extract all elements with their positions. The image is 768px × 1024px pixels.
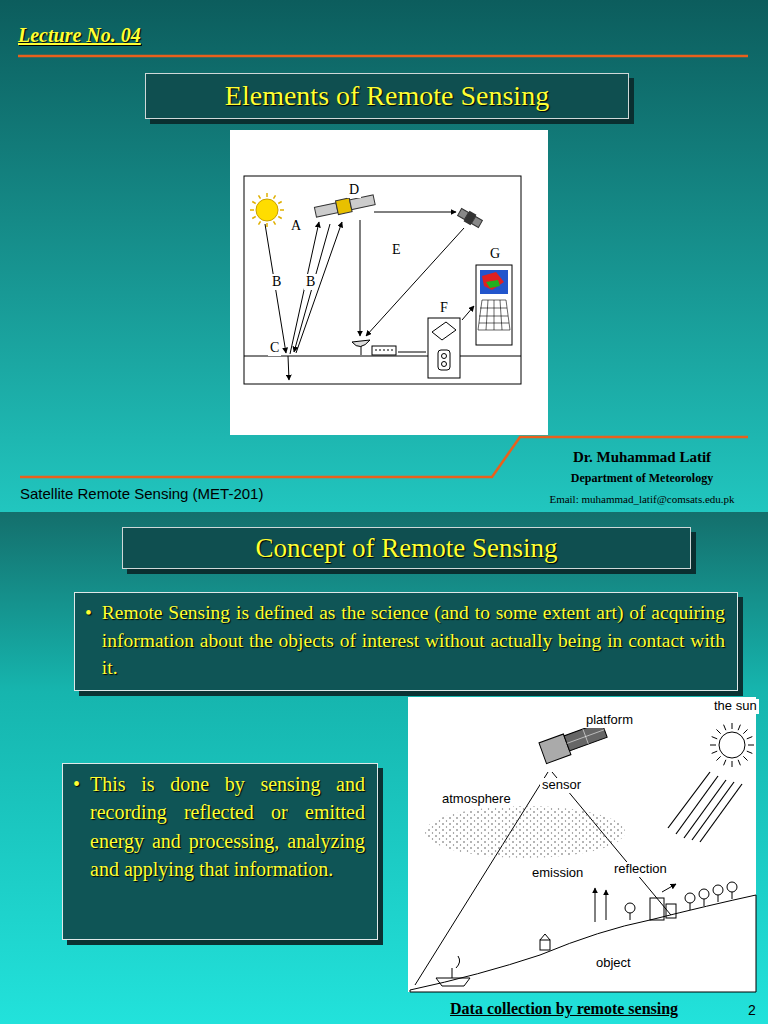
- figure-label: reflection: [612, 862, 669, 877]
- course-name: Satellite Remote Sensing (MET-201): [20, 485, 263, 502]
- bullet-box: •Remote Sensing is defined as the scienc…: [74, 592, 738, 691]
- part-letter: F: [438, 300, 450, 316]
- bullet-mark: •: [85, 599, 92, 682]
- figure-label: atmosphere: [440, 792, 513, 807]
- slide-ground: [0, 0, 768, 512]
- slide-title-box: Concept of Remote Sensing: [122, 527, 691, 569]
- email-text: Email: muhammad_latif@comsats.edu.pk: [549, 493, 734, 506]
- title-text: Elements of Remote Sensing: [225, 80, 549, 112]
- part-letter: C: [268, 340, 281, 356]
- part-letter: A: [289, 218, 303, 234]
- elements-figure: [230, 130, 548, 435]
- department-name: Department of Meteorology: [571, 472, 713, 486]
- part-letter: B: [270, 274, 283, 290]
- bullet-text: Remote Sensing is defined as the science…: [102, 599, 725, 682]
- bullet-mark: •: [73, 770, 80, 931]
- part-letter: D: [347, 182, 361, 198]
- slide-ground: [0, 512, 768, 1024]
- lecture-heading: Lecture No. 04: [18, 24, 141, 47]
- figure-label: emission: [530, 866, 585, 881]
- part-letter: B: [304, 274, 317, 290]
- footer-line: [20, 437, 748, 477]
- figure-label: platform: [584, 713, 635, 728]
- figure-label: sensor: [540, 778, 583, 793]
- rule-line: [18, 55, 748, 58]
- figure-caption: Data collection by remote sensing: [450, 1000, 678, 1018]
- title-text: Concept of Remote Sensing: [255, 533, 557, 564]
- figure-label: object: [594, 956, 633, 971]
- bullet-text: This is done by sensing and recording re…: [90, 770, 365, 931]
- slide-title-box: Elements of Remote Sensing: [145, 73, 629, 119]
- page-number: 2: [748, 1002, 756, 1018]
- data-collection-figure: [408, 697, 756, 992]
- part-letter: G: [488, 246, 502, 262]
- part-letter: E: [390, 242, 403, 258]
- author-name: Dr. Muhammad Latif: [573, 449, 711, 466]
- figure-label: the sun: [712, 699, 759, 714]
- bullet-box: •This is done by sensing and recording r…: [62, 763, 378, 940]
